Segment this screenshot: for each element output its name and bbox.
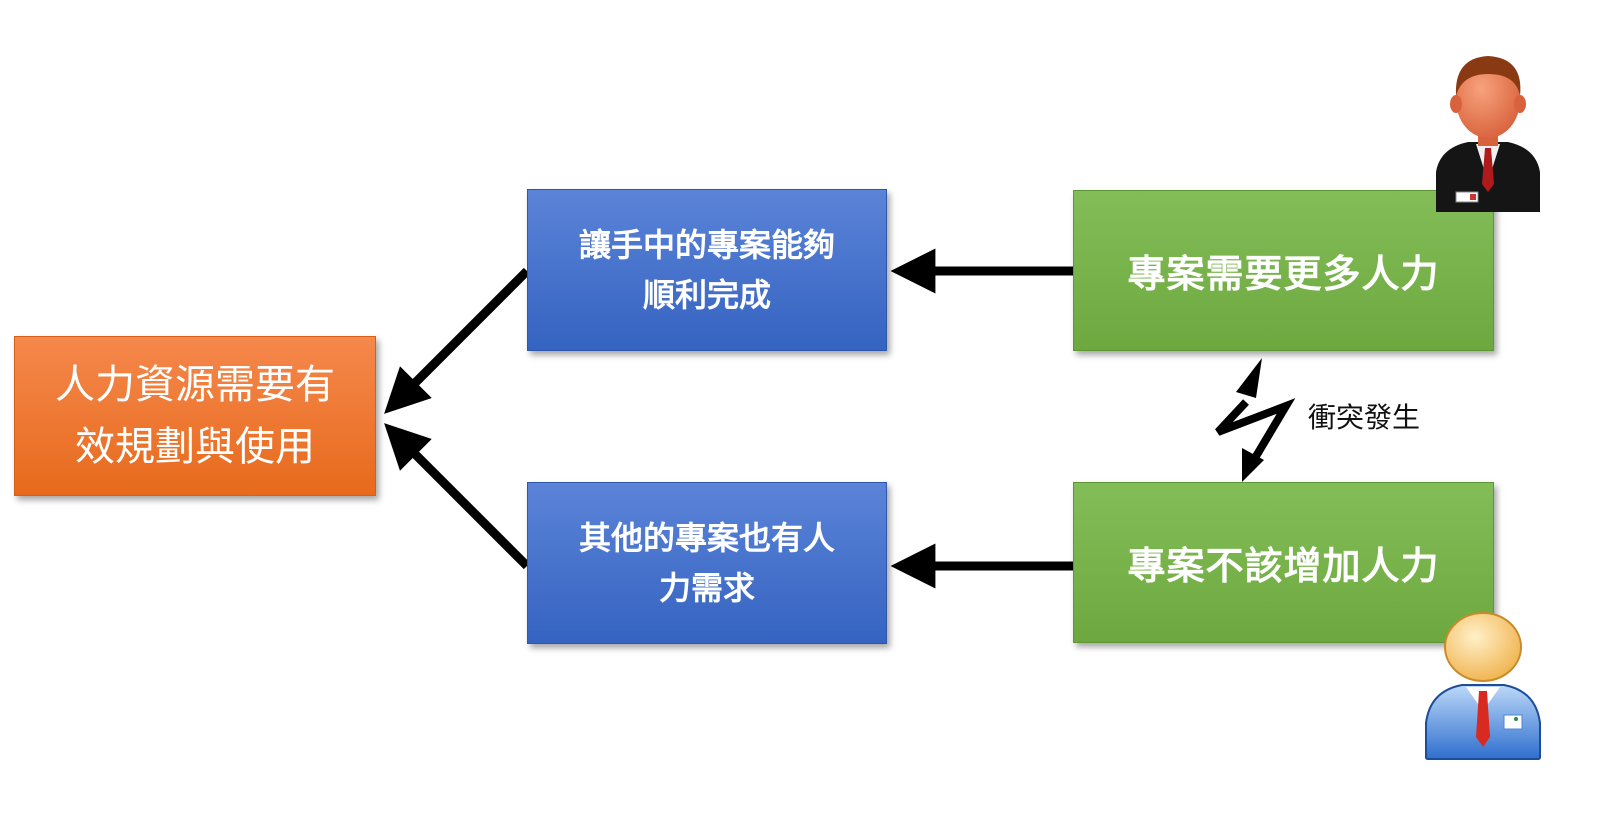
complete-projects-text: 讓手中的專案能夠 順利完成 bbox=[578, 226, 835, 314]
other-projects-box: 其他的專案也有人 力需求 bbox=[527, 482, 887, 644]
goal-text: 人力資源需要有 效規劃與使用 bbox=[55, 362, 335, 470]
goal-box: 人力資源需要有 效規劃與使用 bbox=[14, 336, 376, 496]
other-projects-text: 其他的專案也有人 力需求 bbox=[578, 519, 835, 607]
conflict-label: 衝突發生 bbox=[1308, 401, 1421, 434]
businessman-icon bbox=[1436, 56, 1540, 212]
no-more-box: 專案不該增加人力 bbox=[1073, 482, 1494, 643]
need-more-box: 專案需要更多人力 bbox=[1073, 190, 1494, 351]
complete-projects-box: 讓手中的專案能夠 順利完成 bbox=[527, 189, 887, 351]
arrow-other-to-goal bbox=[384, 423, 531, 570]
no-more-text: 專案不該增加人力 bbox=[1127, 544, 1440, 588]
conflict-lightning-icon bbox=[1215, 358, 1296, 482]
arrow-complete-to-goal bbox=[384, 267, 531, 414]
user-icon bbox=[1425, 612, 1541, 760]
need-more-text: 專案需要更多人力 bbox=[1127, 252, 1440, 296]
